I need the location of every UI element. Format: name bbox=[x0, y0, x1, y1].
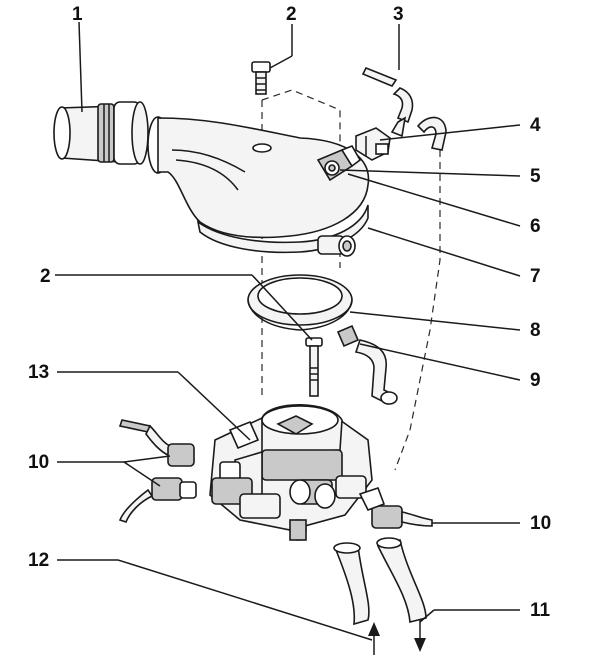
callout-labels: 1 2 3 4 5 6 7 2 8 13 9 10 10 12 11 bbox=[28, 4, 551, 621]
throttle-body bbox=[209, 403, 373, 541]
callout-5: 5 bbox=[530, 166, 541, 187]
callout-12: 12 bbox=[28, 550, 49, 571]
lower-hoses bbox=[333, 537, 427, 626]
bent-hose bbox=[336, 324, 398, 405]
connector-left bbox=[118, 419, 197, 523]
vent-bracket bbox=[355, 127, 391, 161]
connector-right bbox=[358, 486, 433, 529]
flow-arrows bbox=[368, 620, 426, 655]
callout-7: 7 bbox=[530, 266, 541, 287]
callout-8: 8 bbox=[530, 320, 541, 341]
bolt-upper bbox=[251, 61, 271, 95]
callout-6: 6 bbox=[530, 216, 541, 237]
callout-3: 3 bbox=[393, 4, 404, 25]
bolt-lower bbox=[305, 337, 323, 397]
callout-2-lower: 2 bbox=[40, 266, 51, 287]
air-intake-hose bbox=[53, 101, 149, 165]
callout-10-left: 10 bbox=[28, 452, 49, 473]
callout-2-upper: 2 bbox=[286, 4, 297, 25]
callout-11: 11 bbox=[530, 600, 551, 621]
leader-lines bbox=[55, 21, 521, 641]
air-cleaner-housing bbox=[147, 116, 370, 257]
small-hose bbox=[361, 66, 447, 151]
callout-10-right: 10 bbox=[530, 513, 551, 534]
callout-1: 1 bbox=[72, 4, 83, 25]
callout-9: 9 bbox=[530, 370, 541, 391]
callout-4: 4 bbox=[530, 115, 541, 136]
seal-ring bbox=[247, 274, 353, 331]
callout-13: 13 bbox=[28, 362, 49, 383]
